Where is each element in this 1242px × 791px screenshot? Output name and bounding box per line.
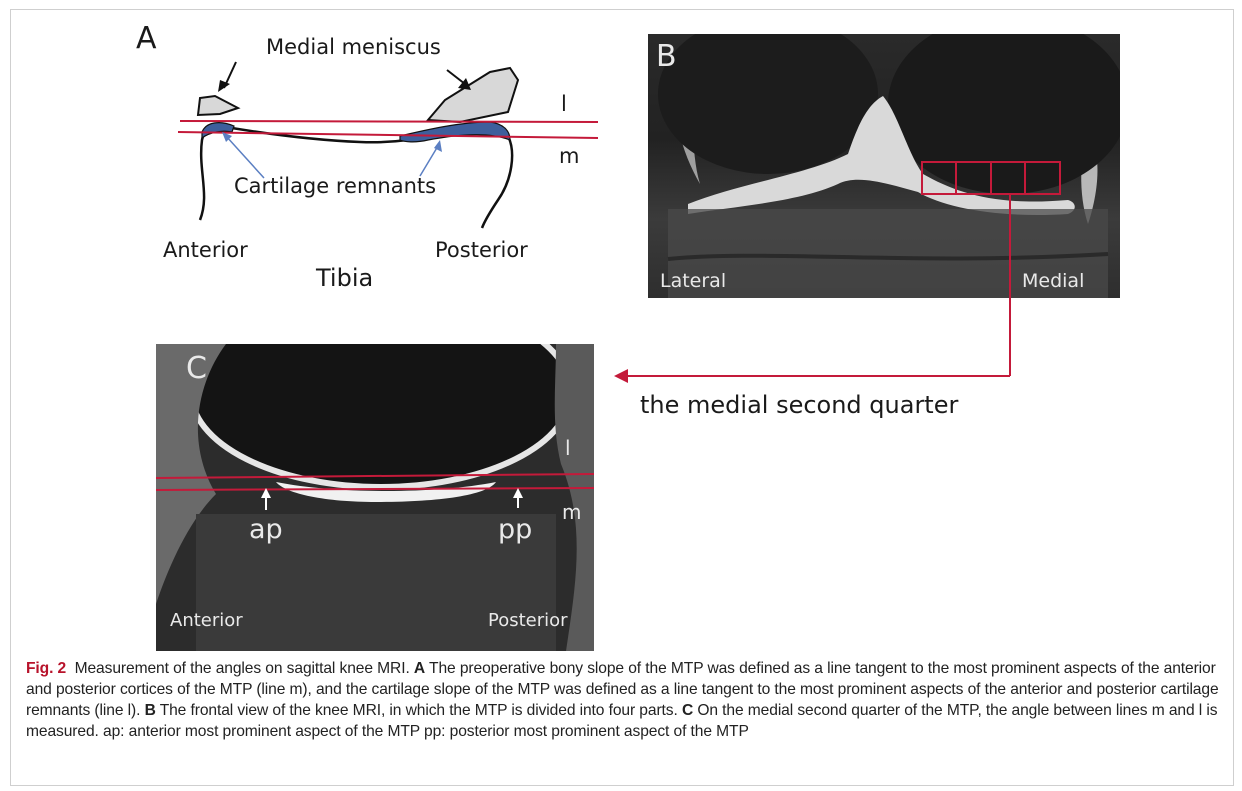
line-m <box>178 132 598 138</box>
label-posterior-c: Posterior <box>488 612 568 630</box>
arrow-posterior-meniscus <box>447 70 465 84</box>
caption-b-text: The frontal view of the knee MRI, in whi… <box>160 702 678 719</box>
caption-b-label: B <box>145 702 156 719</box>
callout-connector <box>610 296 1020 386</box>
label-anterior-c: Anterior <box>170 612 243 630</box>
label-posterior-a: Posterior <box>435 240 528 261</box>
posterior-meniscus <box>428 68 518 122</box>
label-line-l-c: l <box>565 438 571 458</box>
panel-b-letter: B <box>656 42 677 72</box>
caption-title: Measurement of the angles on sagittal kn… <box>75 660 410 677</box>
anterior-meniscus <box>198 96 238 115</box>
arrow-cartilage-anterior <box>226 136 264 178</box>
label-line-m-a: m <box>559 146 579 167</box>
panel-a-letter: A <box>136 24 157 54</box>
label-tibia: Tibia <box>316 266 373 290</box>
label-lateral: Lateral <box>660 272 726 291</box>
line-l <box>180 121 598 122</box>
caption-c-label: C <box>682 702 693 719</box>
callout-medial-second-quarter: the medial second quarter <box>640 393 958 417</box>
figure-caption: Fig. 2 Measurement of the angles on sagi… <box>26 658 1226 742</box>
caption-fig-label: Fig. 2 <box>26 660 66 677</box>
arrow-cartilage-posterior <box>420 146 438 176</box>
label-medial: Medial <box>1022 272 1084 291</box>
panel-b-mri-image: B Lateral Medial <box>648 34 1120 298</box>
panel-a-diagram <box>160 60 620 240</box>
panel-c-mri-image: C l m ap pp Anterior Posterior <box>156 344 594 651</box>
panel-c-letter: C <box>186 354 207 384</box>
label-cartilage-remnants: Cartilage remnants <box>234 176 436 197</box>
label-anterior-a: Anterior <box>163 240 248 261</box>
label-ap: ap <box>249 516 283 543</box>
caption-a-label: A <box>414 660 425 677</box>
label-medial-meniscus: Medial meniscus <box>266 37 441 58</box>
label-line-m-c: m <box>562 502 581 522</box>
label-line-l-a: l <box>561 94 567 115</box>
label-pp: pp <box>498 516 532 543</box>
posterior-cartilage <box>400 122 510 142</box>
